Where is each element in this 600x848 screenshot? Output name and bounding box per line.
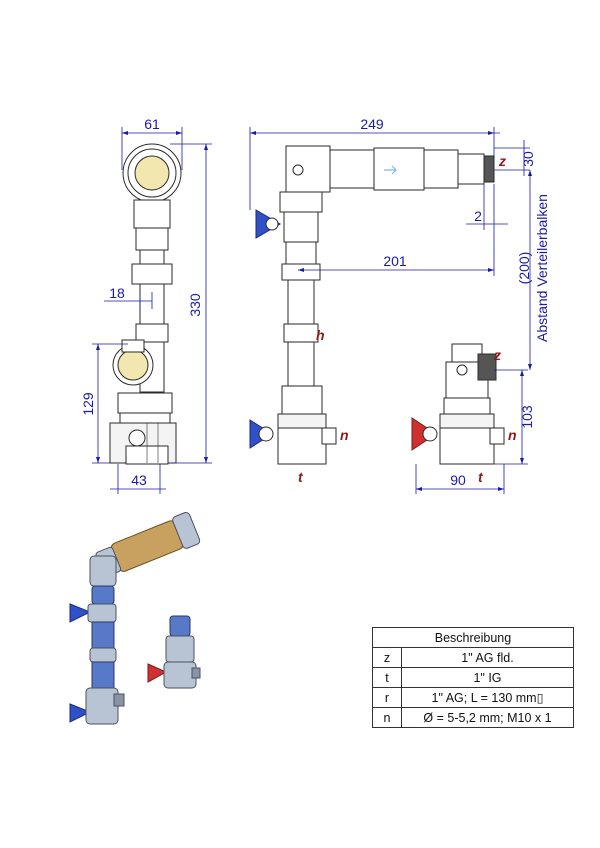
front-view xyxy=(109,143,182,465)
row-key: z xyxy=(372,647,402,668)
row-value: 1" IG xyxy=(401,667,574,688)
dim-30: 30 xyxy=(520,151,536,167)
front-view-dimensions: 61 330 18 129 43 xyxy=(80,116,212,494)
dim-201: 201 xyxy=(383,253,407,269)
letter-h: h xyxy=(316,327,325,343)
letter-n-side: n xyxy=(340,427,349,443)
dim-61: 61 xyxy=(144,116,160,132)
dim-249: 249 xyxy=(360,116,384,132)
valve-view-dimensions: 103 90 z n t xyxy=(415,347,535,494)
dim-90: 90 xyxy=(450,472,466,488)
distance-value: (200) xyxy=(516,252,532,285)
side-view-dimensions: 249 30 2 201 (200) Abstand Verteilerbalk… xyxy=(249,116,550,485)
side-view xyxy=(249,145,495,465)
table-row: n Ø = 5-5,2 mm; M10 x 1 xyxy=(372,707,574,728)
table-header: Beschreibung xyxy=(372,627,574,648)
dim-103: 103 xyxy=(519,405,535,429)
dim-129: 129 xyxy=(80,392,96,416)
row-value: 1" AG; L = 130 mm▯ xyxy=(401,687,574,708)
description-table: Beschreibung z 1" AG fld. t 1" IG r 1" A… xyxy=(372,627,574,728)
table-row: z 1" AG fld. xyxy=(372,647,574,668)
row-key: t xyxy=(372,667,402,688)
letter-n-valve: n xyxy=(508,427,517,443)
dim-43: 43 xyxy=(131,472,147,488)
row-value: Ø = 5-5,2 mm; M10 x 1 xyxy=(401,707,574,728)
valve-view xyxy=(411,343,505,465)
row-value: 1" AG fld. xyxy=(401,647,574,668)
table-row: t 1" IG xyxy=(372,667,574,688)
letter-t-side: t xyxy=(298,469,304,485)
letter-z-valve: z xyxy=(493,347,501,363)
row-key: r xyxy=(372,687,402,708)
render-assembly xyxy=(69,511,201,725)
row-key: n xyxy=(372,707,402,728)
dim-2: 2 xyxy=(474,208,482,224)
dim-330: 330 xyxy=(187,293,203,317)
table-row: r 1" AG; L = 130 mm▯ xyxy=(372,687,574,708)
letter-z-top: z xyxy=(498,153,506,169)
distance-text: Abstand Verteilerbalken xyxy=(534,194,550,342)
render-valve xyxy=(147,615,201,689)
letter-t-valve: t xyxy=(478,469,484,485)
dim-18: 18 xyxy=(109,285,125,301)
